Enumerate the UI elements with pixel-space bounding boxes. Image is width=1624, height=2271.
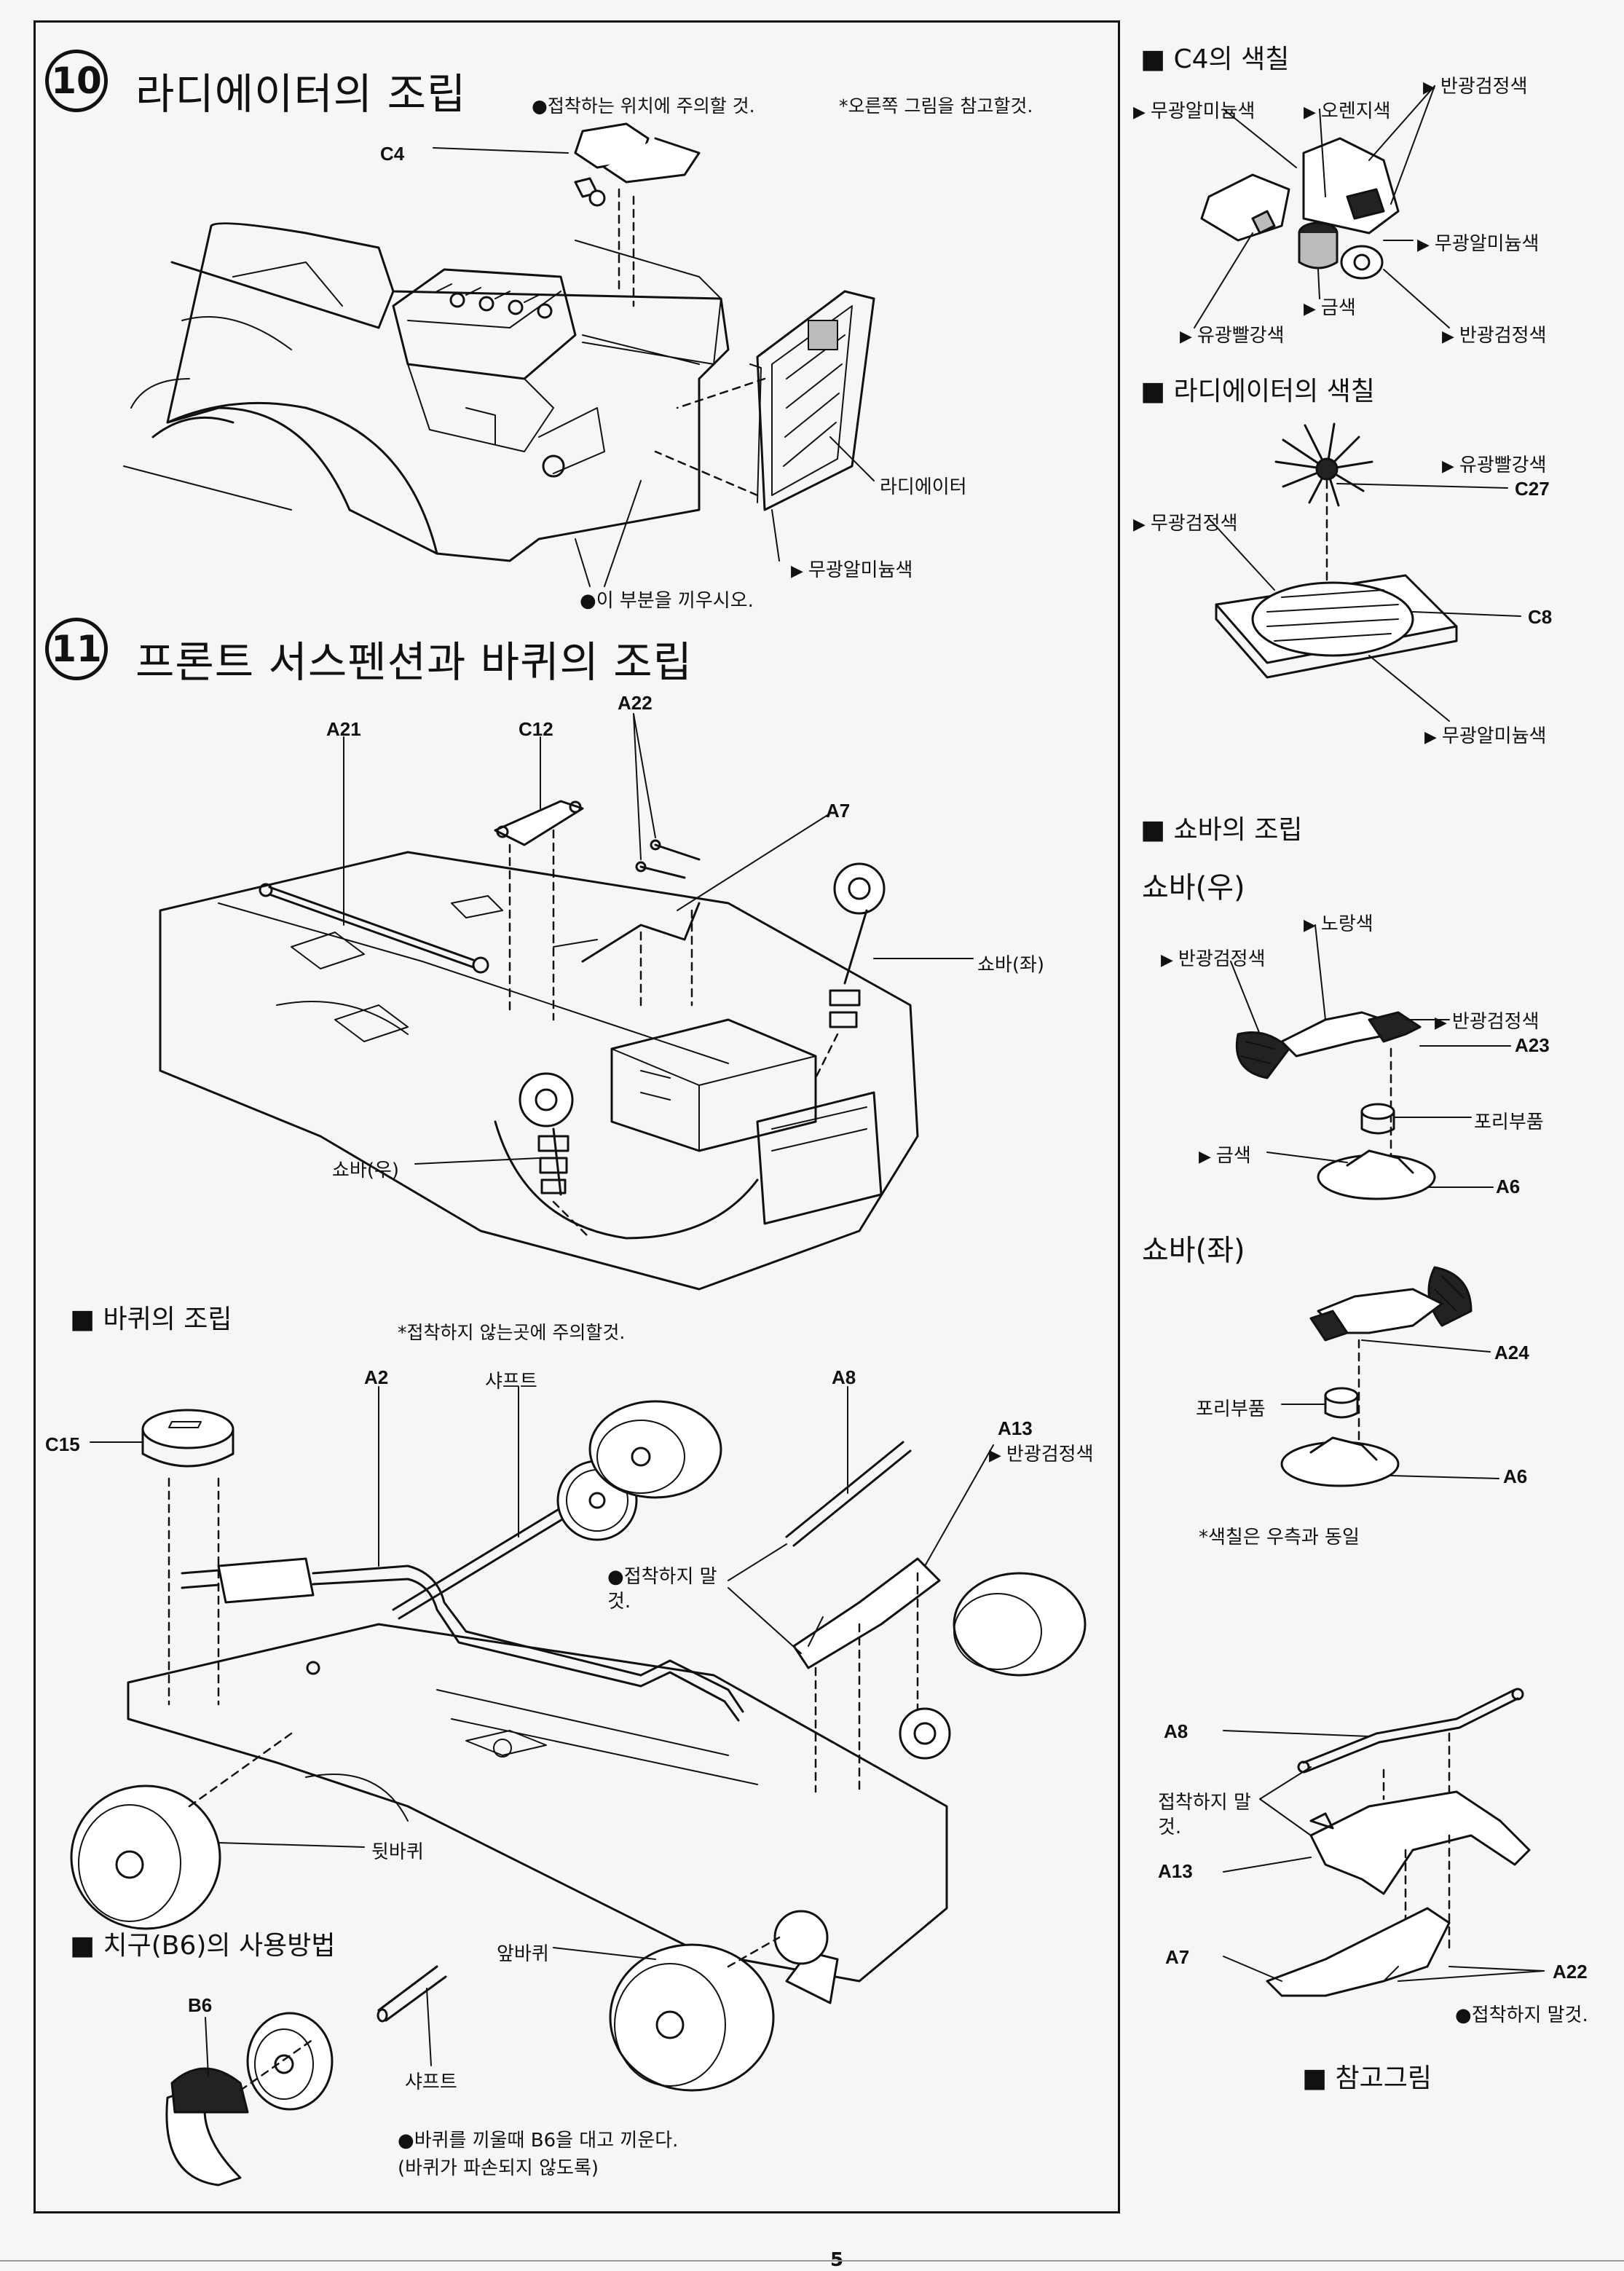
radiator-matte-aluminum-label: 무광알미늄색 [1424,721,1547,748]
shock-assembly-title: 쇼바의 조립 [1140,808,1302,846]
c4-matte-aluminum-label-2: 무광알미늄색 [1417,229,1540,256]
wheel-assembly-title: 바퀴의 조립 [70,1298,232,1336]
part-label-a6: A6 [1496,1176,1521,1197]
radiator-paint-title: 라디에이터의 색칠 [1140,370,1374,408]
ref-no-glue-label: 접착하지 말것. [1158,1792,1251,1838]
step-11-title: 프론트 서스펜션과 바퀴의 조립 [135,637,693,687]
part-label-a23: A23 [1515,1034,1550,1056]
step-10-reference-note: *오른쪽 그림을 참고할것. [839,95,1033,117]
no-glue-note: 접착하지 말것. [607,1564,724,1614]
step-10-title: 라디에이터의 조립 [135,69,467,119]
part-label-a22: A22 [618,692,653,714]
c4-gloss-red-label: 유광빨강색 [1180,320,1285,347]
shock-left-label: 쇼바(좌) [977,954,1045,976]
c4-matte-aluminum-label: 무광알미늄색 [1133,96,1256,123]
part-label-a6-2: A6 [1503,1465,1528,1487]
part-label-a8: A8 [832,1366,856,1388]
c4-semi-gloss-black-label-2: 반광검정색 [1442,320,1547,347]
part-label-a21: A21 [326,718,361,740]
part-label-c12: C12 [519,718,553,740]
tool-shaft-label: 샤프트 [405,2071,457,2093]
instruction-frame [33,20,1120,2213]
part-label-c4: C4 [380,143,405,165]
step-10-number: 10 [45,50,108,112]
part-label-c15: C15 [45,1433,80,1455]
part-label-c8: C8 [1528,606,1553,628]
step-11-number: 11 [45,618,108,680]
shock-left-title: 쇼바(좌) [1142,1234,1245,1267]
front-wheel-label: 앞바퀴 [497,1943,549,1965]
part-label-a13: A13 [998,1417,1033,1439]
ref-no-glue-label-2: 접착하지 말것. [1455,2000,1588,2027]
radiator-label: 라디에이터 [880,476,967,498]
part-label-c27: C27 [1515,478,1550,500]
shock-yellow-label: 노랑색 [1304,909,1373,936]
step-10-glue-note: 접착하는 위치에 주의할 것. [532,92,755,118]
bottom-rule [0,2260,1624,2262]
poly-part-label-2: 포리부품 [1196,1398,1266,1420]
shock-semi-gloss-black-label-2: 반광검정색 [1435,1007,1540,1034]
part-label-a7: A7 [826,800,851,822]
ref-part-label-a8: A8 [1164,1720,1189,1742]
ref-part-label-a22: A22 [1553,1961,1588,1983]
part-label-a2: A2 [364,1366,389,1388]
c4-gold-label: 금색 [1304,293,1356,320]
shock-semi-gloss-black-label: 반광검정색 [1161,944,1266,971]
tool-b6-title: 치구(B6)의 사용방법 [70,1924,335,1962]
ref-part-label-a13: A13 [1158,1860,1193,1882]
part-label-b6: B6 [188,1994,213,2016]
rear-wheel-label: 뒷바퀴 [371,1841,424,1863]
tool-note-line1: 바퀴를 끼울때 B6을 대고 끼운다. [398,2125,679,2152]
part-label-a24: A24 [1494,1342,1529,1363]
shock-gold-label: 금색 [1199,1141,1251,1168]
ref-part-label-a7: A7 [1165,1946,1190,1968]
insert-note: 이 부분을 끼우시오. [580,586,754,613]
c4-paint-title: C4의 색칠 [1140,38,1289,76]
c4-semi-gloss-black-label: 반광검정색 [1423,71,1528,98]
a13-color-label: 반광검정색 [989,1439,1094,1466]
wheel-assembly-note: *접착하지 않는곳에 주의할것. [398,1322,626,1343]
radiator-gloss-red-label: 유광빨강색 [1442,450,1547,477]
c4-orange-label: 오렌지색 [1304,96,1391,123]
shock-paint-note: *색칠은 우측과 동일 [1199,1527,1360,1548]
poly-part-label: 포리부품 [1474,1111,1544,1133]
shaft-label: 샤프트 [485,1371,537,1393]
radiator-matte-black-label: 무광검정색 [1133,508,1238,535]
tool-note-line2: (바퀴가 파손되지 않도록) [398,2157,599,2179]
shock-right-title: 쇼바(우) [1142,871,1245,905]
radiator-color-label: 무광알미늄색 [791,555,913,582]
reference-figure-title: 참고그림 [1302,2057,1431,2095]
